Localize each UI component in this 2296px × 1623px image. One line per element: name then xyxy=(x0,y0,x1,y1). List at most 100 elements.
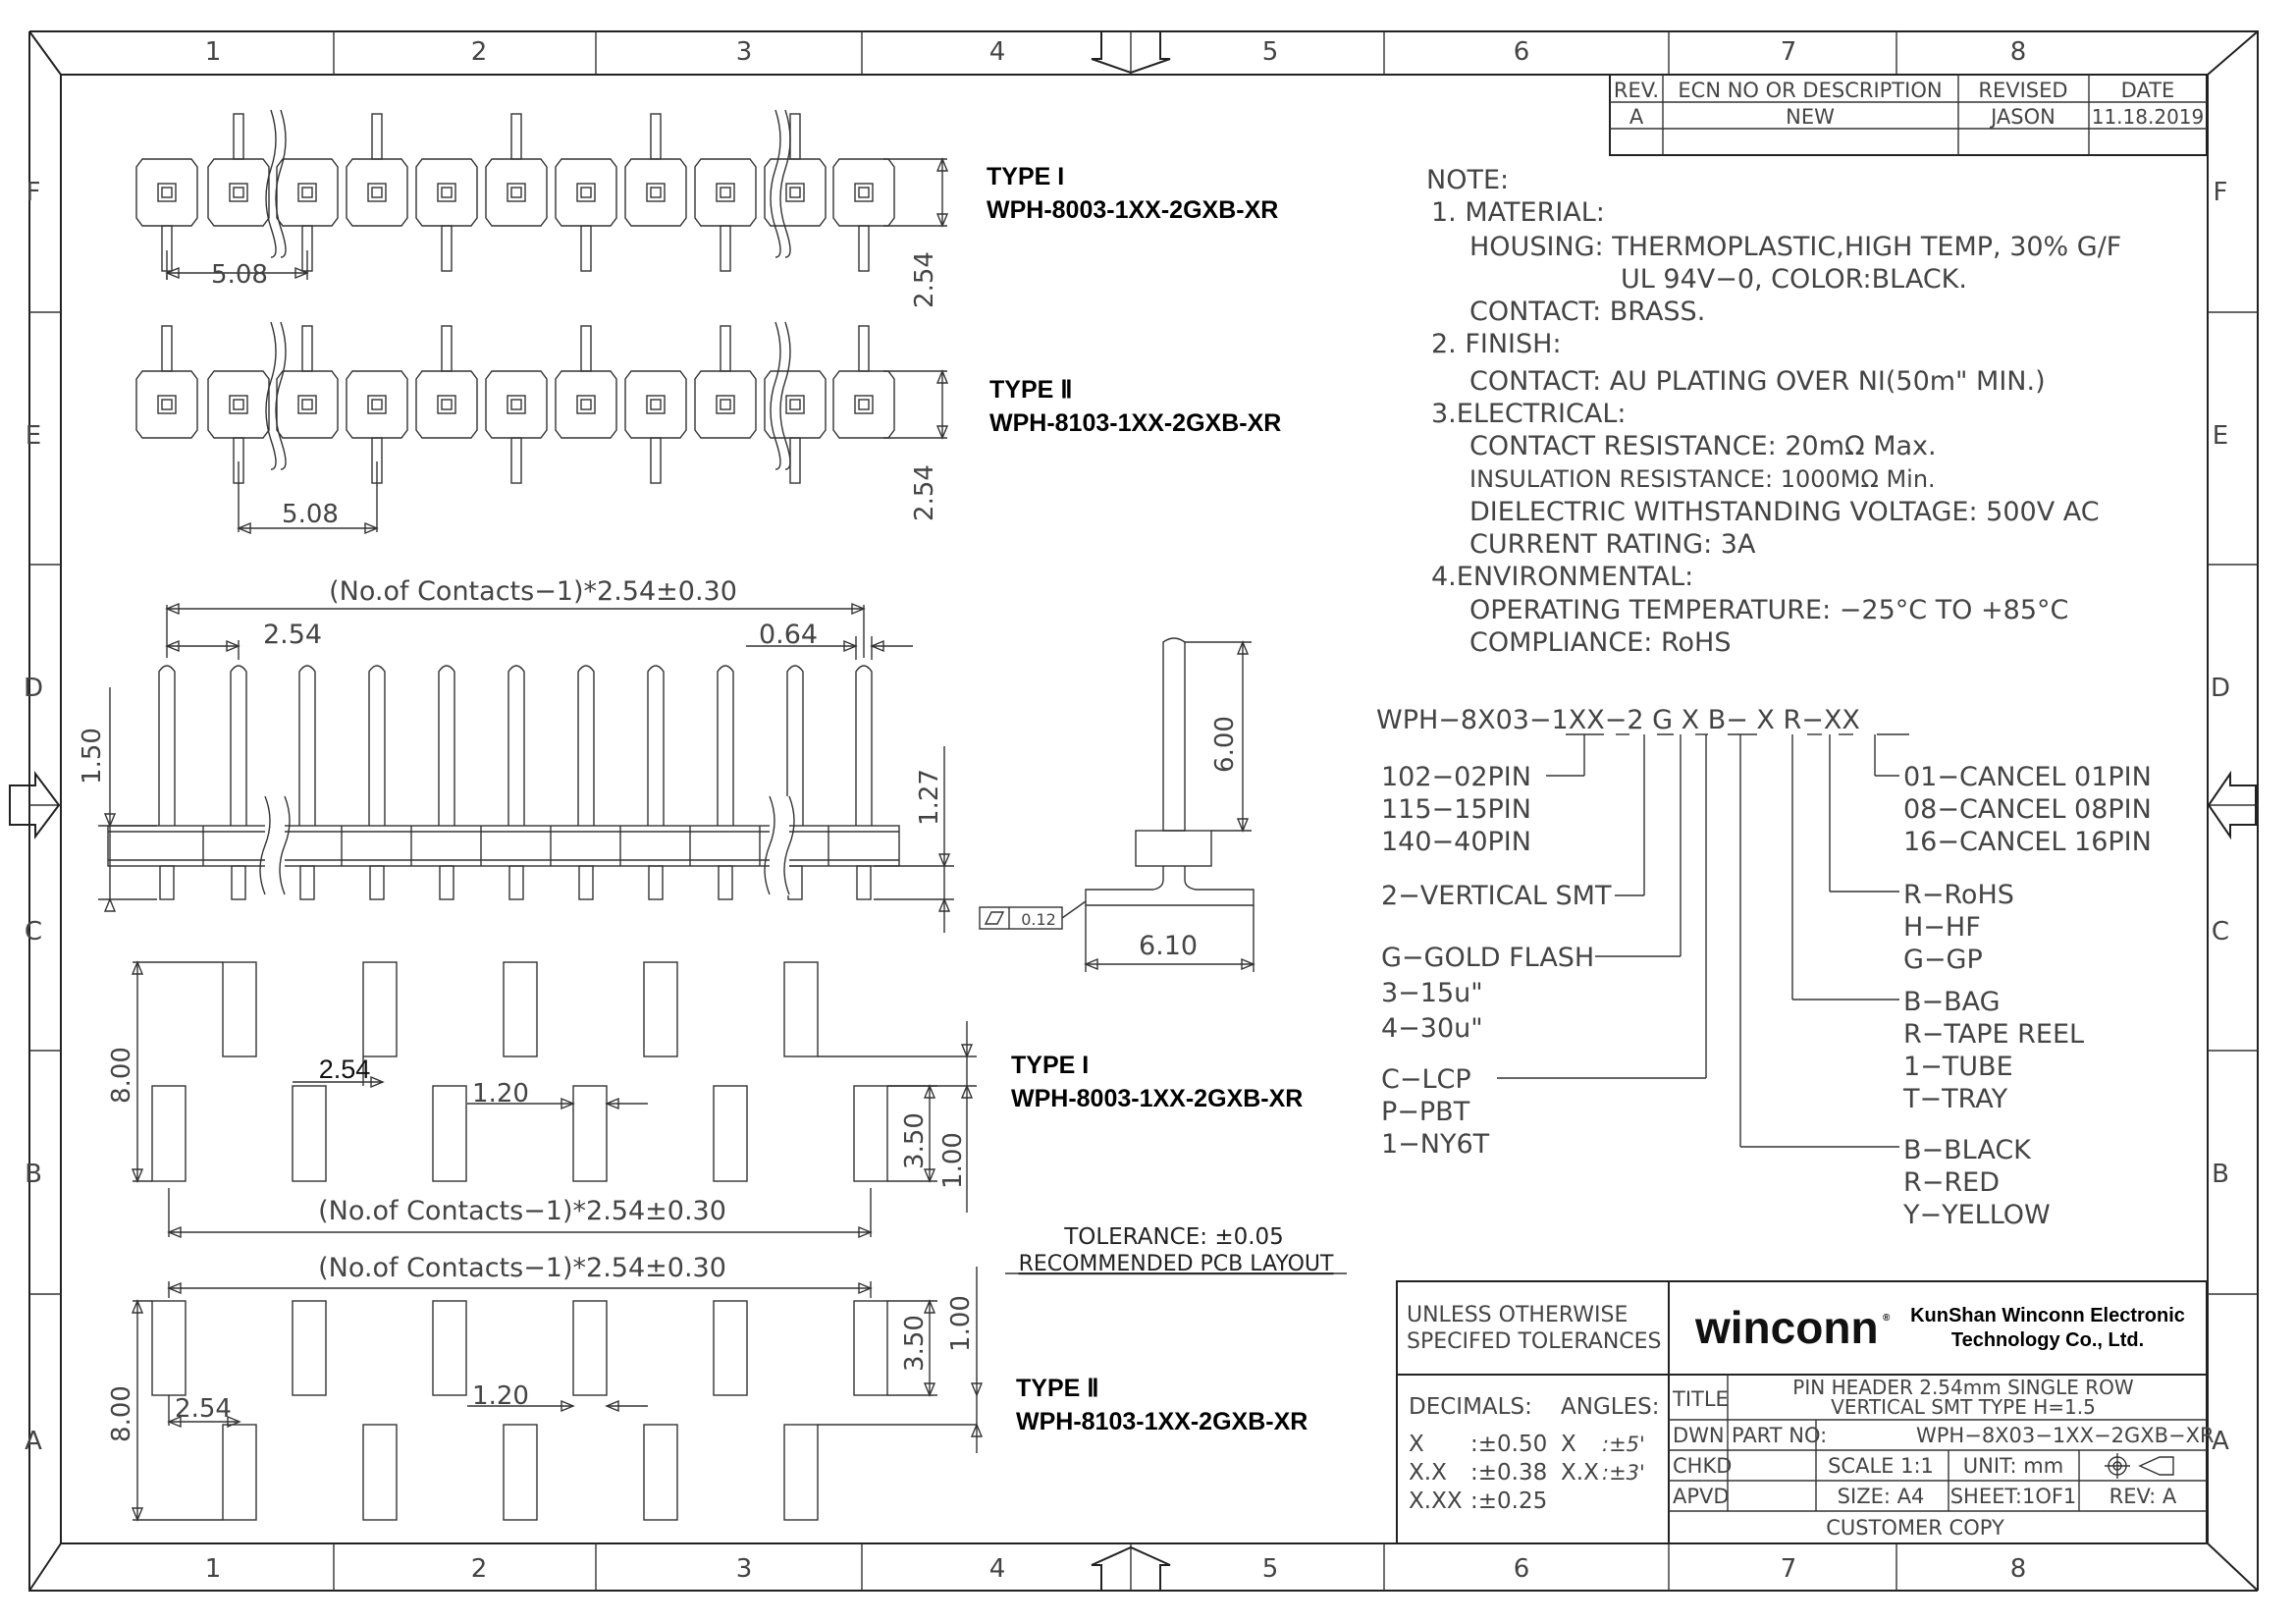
revision-block: REV. ECN NO OR DESCRIPTION REVISED DATE … xyxy=(1609,74,2208,156)
pin-tail xyxy=(441,225,453,272)
contact-square xyxy=(367,183,387,202)
code-option-02pin: 102−02PIN xyxy=(1381,762,1531,792)
drawn-label: DWN xyxy=(1673,1424,1725,1447)
break-line xyxy=(770,109,781,258)
title-label: TITLE xyxy=(1672,1387,1729,1411)
part-code-breakdown: WPH−8X03−1XX−2 G X B− X R−XX 102−02PIN 1… xyxy=(1376,705,2152,1230)
zone-column-label-bottom: 6 xyxy=(1514,1554,1530,1584)
pcb-pad xyxy=(783,1424,819,1521)
pin-upper xyxy=(717,665,734,826)
pcb-pad xyxy=(572,1085,608,1182)
pcb1-120-dim: 1.20 xyxy=(472,1079,529,1109)
pin-tail xyxy=(789,113,801,160)
pcb-pad xyxy=(713,1300,748,1396)
tol-angle-xx-value: :±3' xyxy=(1602,1461,1645,1485)
pcb2-120-dim: 1.20 xyxy=(472,1381,529,1411)
rev-cell-desc: NEW xyxy=(1786,105,1835,129)
pin-lower xyxy=(718,865,733,900)
contact-square xyxy=(507,183,526,202)
zone-column-label-bottom: 3 xyxy=(736,1554,753,1584)
dim-arrowhead xyxy=(131,960,144,975)
pcb-pad xyxy=(643,961,678,1057)
zone-row-label-right: D xyxy=(2211,674,2230,703)
contact-square xyxy=(229,395,248,414)
break-line xyxy=(259,795,271,895)
code-option-tape-reel: R−TAPE REEL xyxy=(1903,1019,2084,1050)
zone-column-label-top: 2 xyxy=(471,37,488,67)
housing-segment xyxy=(624,158,687,227)
tol-angle-x-value: :±5' xyxy=(1602,1433,1645,1456)
dim-arrowhead xyxy=(870,639,884,653)
housing-segment xyxy=(207,370,270,439)
break-line xyxy=(770,321,781,470)
contact-square xyxy=(785,183,805,202)
pcb1-350-dim: 3.50 xyxy=(900,1112,930,1169)
pcb-pad xyxy=(503,1424,538,1521)
note-material: 1. MATERIAL: xyxy=(1431,197,1605,228)
zone-column-label-bottom: 5 xyxy=(1262,1554,1279,1584)
pcb2-254-dim: 2.54 xyxy=(175,1394,232,1424)
part-code: WPH−8X03−1XX−2 G X B− X R−XX xyxy=(1376,705,1860,735)
drawing-title-line2: VERTICAL SMT TYPE H=1.5 xyxy=(1831,1395,2096,1419)
pcb1-100-dim: 1.00 xyxy=(938,1132,968,1189)
dim-arrowhead xyxy=(561,1097,575,1110)
pin-tail xyxy=(371,113,383,160)
zone-column-label-bottom: 7 xyxy=(1781,1554,1797,1584)
pin-tail xyxy=(580,225,592,272)
dim-arrowhead xyxy=(923,1084,936,1099)
note-operating-temperature: OPERATING TEMPERATURE: −25°C TO +85°C xyxy=(1469,595,2068,625)
dim-arrowhead xyxy=(960,1044,974,1058)
dim-arrowhead xyxy=(1241,957,1255,971)
housing-segment xyxy=(415,370,478,439)
code-option-30u: 4−30u" xyxy=(1381,1013,1483,1044)
type2-pitch-dim: 5.08 xyxy=(282,500,339,529)
pcb-pad xyxy=(362,1424,398,1521)
dim-arrowhead xyxy=(165,266,180,280)
housing-segment xyxy=(555,370,617,439)
code-option-15pin: 115−15PIN xyxy=(1381,794,1531,825)
tol-xx-label: X.X xyxy=(1409,1460,1447,1486)
code-option-hf: H−HF xyxy=(1903,912,1981,943)
pin-upper xyxy=(438,665,455,826)
housing-segment xyxy=(764,370,827,439)
break-line xyxy=(779,321,791,470)
type1-part-number: WPH-8003-1XX-2GXB-XR xyxy=(987,196,1278,224)
dim-arrowhead xyxy=(131,1299,144,1314)
end-width-610-dim: 6.10 xyxy=(1139,931,1198,961)
contact-square-inner xyxy=(233,399,244,410)
pin-lower xyxy=(648,865,664,900)
contact-square-inner xyxy=(650,399,662,410)
part-no-label: PART NO: xyxy=(1732,1424,1827,1447)
note-compliance: COMPLIANCE: RoHS xyxy=(1469,627,1731,658)
side-view: (No.of Contacts−1)*2.54±0.30 2.54 0.64 1… xyxy=(78,576,954,933)
type1-row-dim: 2.54 xyxy=(910,251,939,308)
pcb-pad xyxy=(853,1085,888,1182)
code-option-pbt: P−PBT xyxy=(1381,1097,1470,1127)
pin-tail xyxy=(510,113,522,160)
end-pin-foot xyxy=(1085,866,1255,906)
contact-square-inner xyxy=(858,399,870,410)
pin-tail xyxy=(650,113,662,160)
contact-square xyxy=(785,395,805,414)
dim-arrowhead xyxy=(103,897,117,912)
contact-square xyxy=(716,395,735,414)
type1-pitch-dim: 5.08 xyxy=(211,260,268,290)
code-option-cancel-01: 01−CANCEL 01PIN xyxy=(1903,762,2152,792)
note-dielectric: DIELECTRIC WITHSTANDING VOLTAGE: 500V AC xyxy=(1469,497,2100,527)
contact-square xyxy=(507,395,526,414)
dim-arrowhead xyxy=(970,1382,984,1397)
dim-arrowhead xyxy=(131,1507,144,1522)
housing-segment xyxy=(832,370,895,439)
break-line xyxy=(275,321,287,470)
pin-tail xyxy=(233,113,244,160)
pcb-pad xyxy=(151,1085,187,1182)
zone-column-label-top: 4 xyxy=(989,37,1006,67)
pin-tail xyxy=(441,325,453,372)
sheet-frame xyxy=(9,30,2259,1592)
zone-column-label-top: 5 xyxy=(1262,37,1279,67)
contact-square-inner xyxy=(371,187,383,198)
contact-square xyxy=(854,183,874,202)
dim-arrowhead xyxy=(226,639,240,653)
